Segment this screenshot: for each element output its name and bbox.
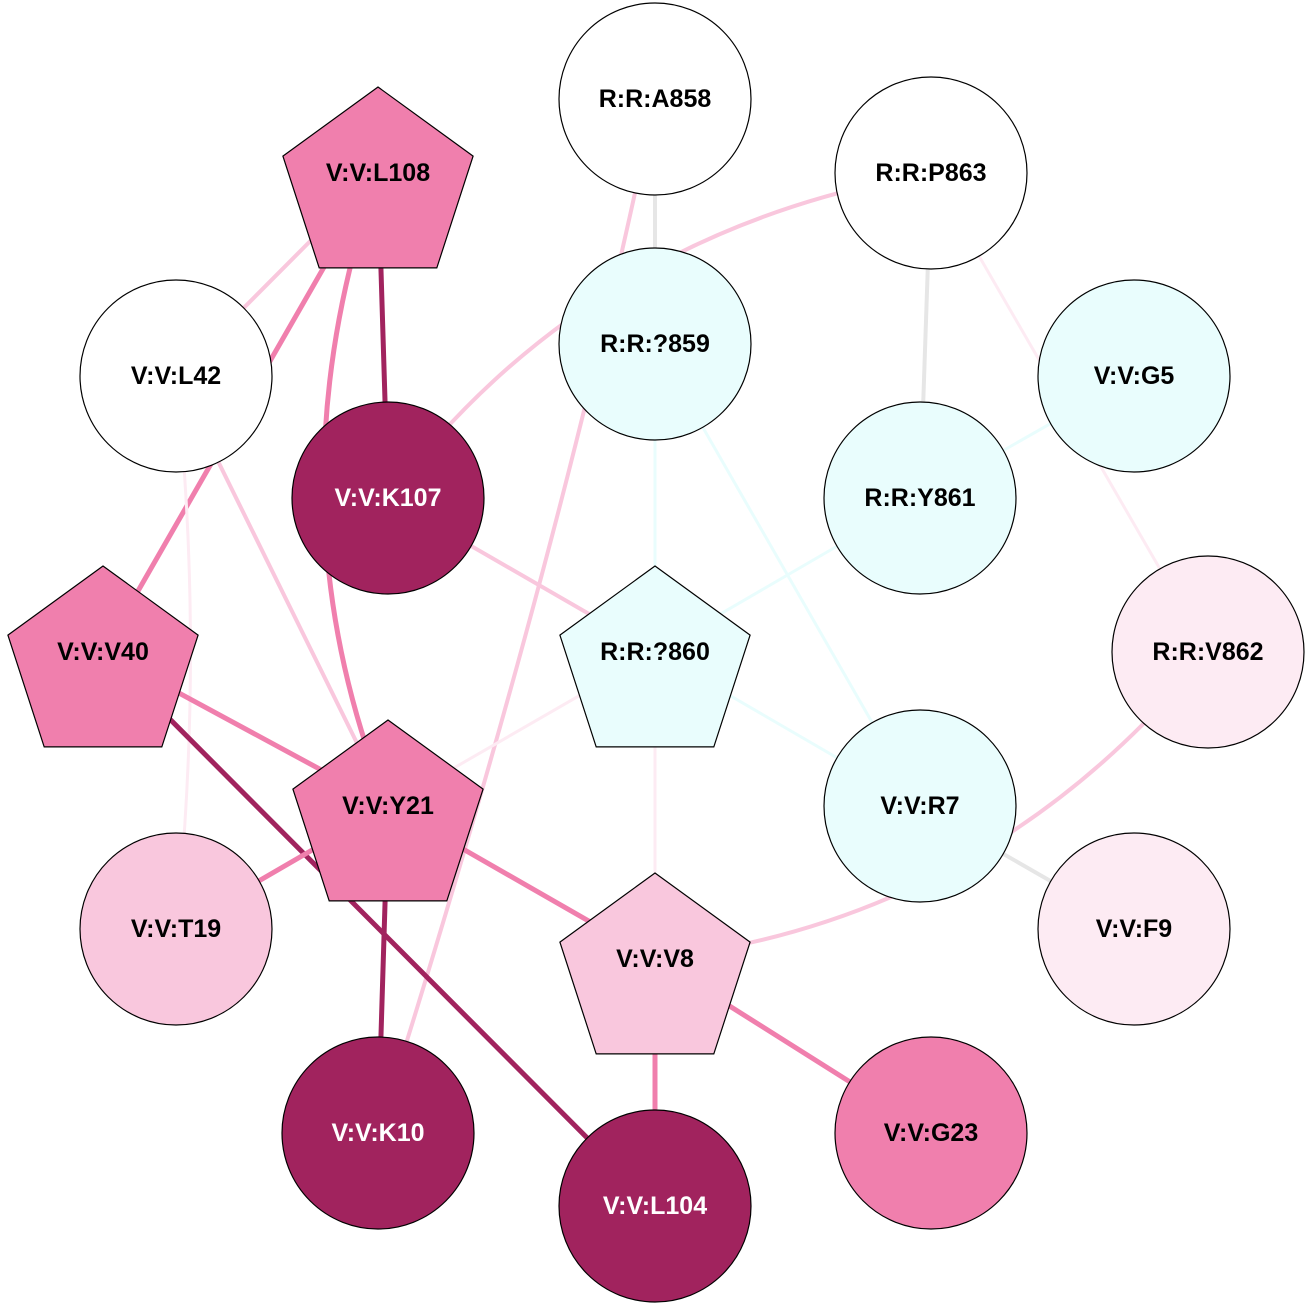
node-label: V:V:L42: [131, 362, 221, 390]
node-circle: [823, 401, 1017, 595]
node-a858: R:R:A858: [558, 2, 752, 196]
node-label: V:V:G5: [1094, 362, 1175, 390]
node-v40: V:V:V40: [7, 565, 199, 748]
node-label: V:V:G23: [884, 1119, 979, 1147]
node-l104: V:V:L104: [558, 1109, 752, 1303]
node-t19: V:V:T19: [79, 832, 273, 1026]
node-label: R:R:A858: [599, 85, 712, 113]
node-circle: [558, 2, 752, 196]
node-label: V:V:F9: [1096, 915, 1172, 943]
node-l108: V:V:L108: [282, 86, 474, 269]
node-label: V:V:Y21: [342, 792, 434, 820]
node-g23: V:V:G23: [834, 1036, 1028, 1230]
node-circle: [1111, 555, 1305, 749]
node-v8: V:V:V8: [559, 872, 751, 1055]
node-circle: [79, 832, 273, 1026]
node-pentagon: [282, 86, 474, 269]
node-circle: [1037, 832, 1231, 1026]
node-y861: R:R:Y861: [823, 401, 1017, 595]
node-label: V:V:V8: [616, 945, 694, 973]
node-label: R:R:?859: [600, 330, 710, 358]
node-circle: [823, 709, 1017, 903]
node-circle: [79, 279, 273, 473]
node-circle: [281, 1036, 475, 1230]
node-g5: V:V:G5: [1037, 279, 1231, 473]
node-label: V:V:L108: [326, 159, 430, 187]
node-l42: V:V:L42: [79, 279, 273, 473]
node-circle: [558, 247, 752, 441]
node-label: V:V:V40: [57, 638, 149, 666]
edge-a858-k10: [376, 97, 657, 1135]
edge-v40-l104: [100, 649, 658, 1209]
node-label: V:V:R7: [880, 792, 959, 820]
node-circle: [558, 1109, 752, 1303]
node-label: V:V:T19: [131, 915, 221, 943]
node-q859: R:R:?859: [558, 247, 752, 441]
node-pentagon: [559, 565, 751, 748]
node-circle: [1037, 279, 1231, 473]
node-pentagon: [292, 719, 484, 902]
node-q860: R:R:?860: [559, 565, 751, 748]
node-p863: R:R:P863: [834, 76, 1028, 270]
node-label: R:R:?860: [600, 638, 710, 666]
node-k10: V:V:K10: [281, 1036, 475, 1230]
node-label: V:V:K107: [334, 484, 441, 512]
node-circle: [291, 401, 485, 595]
node-pentagon: [559, 872, 751, 1055]
node-circle: [834, 76, 1028, 270]
node-label: R:R:V862: [1152, 638, 1263, 666]
node-label: R:R:P863: [875, 159, 986, 187]
node-y21: V:V:Y21: [292, 719, 484, 902]
node-v862: R:R:V862: [1111, 555, 1305, 749]
node-circle: [834, 1036, 1028, 1230]
node-label: V:V:L104: [603, 1192, 707, 1220]
node-label: R:R:Y861: [864, 484, 975, 512]
node-pentagon: [7, 565, 199, 748]
node-r7: V:V:R7: [823, 709, 1017, 903]
node-k107: V:V:K107: [291, 401, 485, 595]
node-f9: V:V:F9: [1037, 832, 1231, 1026]
node-label: V:V:K10: [331, 1119, 424, 1147]
